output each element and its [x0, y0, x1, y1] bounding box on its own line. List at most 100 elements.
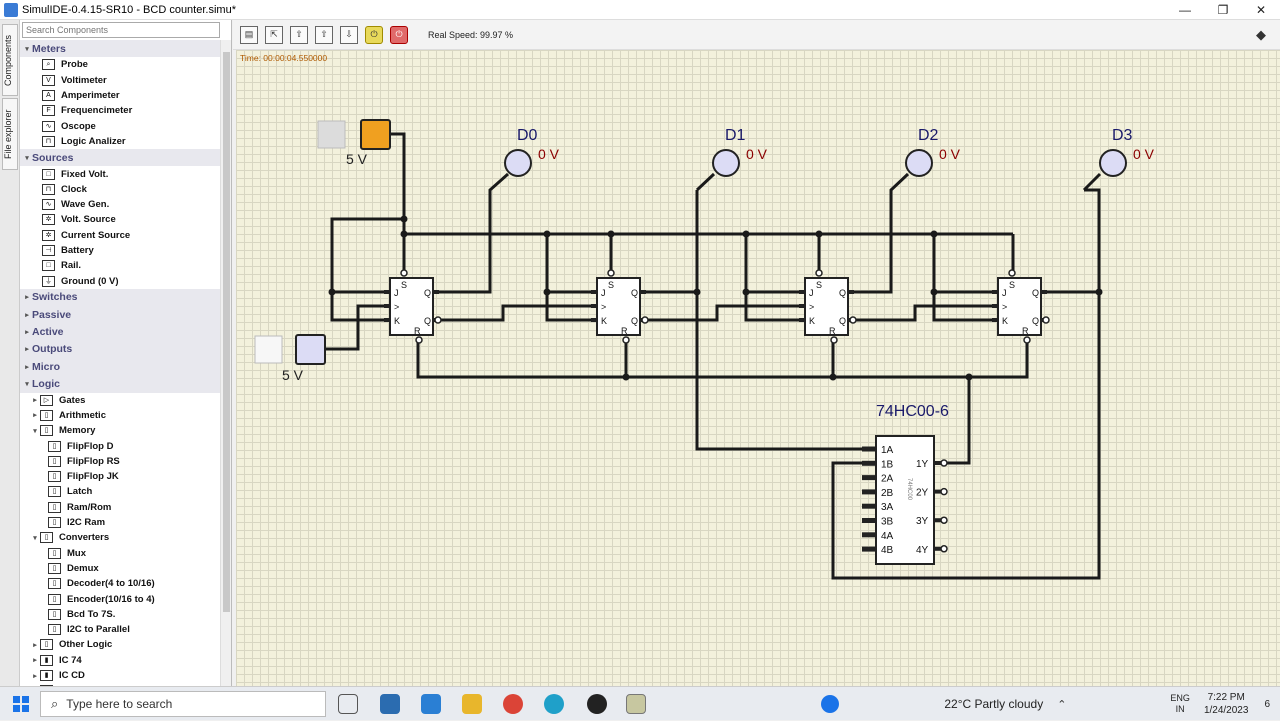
- tree-item[interactable]: ▯Decoder(4 to 10/16): [20, 576, 220, 591]
- help-icon[interactable]: [821, 695, 839, 713]
- tab-file-explorer[interactable]: File explorer: [2, 98, 18, 170]
- tree-item[interactable]: ▸▮IC 74: [20, 653, 220, 668]
- tree-item[interactable]: ⊓Clock: [20, 182, 220, 197]
- probe-d1[interactable]: [712, 149, 740, 177]
- category-outputs[interactable]: ▸Outputs: [20, 340, 220, 358]
- scrollbar-thumb[interactable]: [223, 52, 230, 612]
- taskbar-clock[interactable]: 7:22 PM 1/24/2023: [1204, 691, 1249, 717]
- tray-icons[interactable]: ⌃: [1057, 698, 1067, 711]
- mail-icon[interactable]: [421, 694, 441, 714]
- chevron-right-icon[interactable]: ▸: [25, 311, 29, 319]
- tab-components[interactable]: Components: [2, 24, 18, 96]
- obs-icon[interactable]: [587, 694, 607, 714]
- category-micro[interactable]: ▸Micro: [20, 357, 220, 376]
- simulide-taskbar-icon[interactable]: [626, 694, 646, 714]
- tree-item[interactable]: ⊣Battery: [20, 243, 220, 258]
- windows-start-icon[interactable]: [9, 692, 33, 716]
- tree-item[interactable]: ▸▯Other Logic: [20, 637, 220, 652]
- tree-item[interactable]: ⌕Probe: [20, 57, 220, 72]
- flipflop-body[interactable]: [389, 277, 434, 336]
- language-indicator[interactable]: ENG IN: [1170, 693, 1190, 715]
- tree-item[interactable]: ▯Mux: [20, 546, 220, 561]
- open-icon[interactable]: ⇱: [265, 25, 283, 44]
- probe-d0[interactable]: [504, 149, 532, 177]
- chevron-down-icon[interactable]: ▾: [25, 45, 29, 53]
- tree-item[interactable]: ▾▯Memory: [20, 423, 220, 438]
- source-1[interactable]: [360, 119, 391, 150]
- power-off-icon[interactable]: ⏻: [390, 25, 408, 44]
- tree-item[interactable]: ⏚Ground (0 V): [20, 273, 220, 288]
- edge-icon[interactable]: [544, 694, 564, 714]
- chevron-right-icon[interactable]: ▸: [33, 412, 37, 420]
- tree-item[interactable]: ∿Wave Gen.: [20, 197, 220, 212]
- chevron-right-icon[interactable]: ▸: [33, 397, 37, 405]
- category-sources[interactable]: ▾Sources: [20, 149, 220, 167]
- source-switch-1[interactable]: [317, 120, 346, 149]
- tree-item[interactable]: ∿Oscope: [20, 118, 220, 133]
- flipflop-body[interactable]: [596, 277, 641, 336]
- tree-item[interactable]: ⊓Logic Analizer: [20, 134, 220, 149]
- tree-item[interactable]: ▯FlipFlop JK: [20, 469, 220, 484]
- notification-count[interactable]: 6: [1264, 698, 1270, 710]
- chevron-right-icon[interactable]: ▸: [25, 346, 29, 354]
- chevron-down-icon[interactable]: ▾: [33, 427, 37, 435]
- tree-item[interactable]: ▯Latch: [20, 484, 220, 499]
- task-view-icon[interactable]: [338, 694, 358, 714]
- tree-item[interactable]: ▸▮USSR IC: [20, 683, 220, 686]
- power-on-icon[interactable]: ⏻: [365, 25, 383, 44]
- ic-body[interactable]: [875, 435, 935, 565]
- tree-item[interactable]: ▯Encoder(10/16 to 4): [20, 591, 220, 606]
- file-explorer-icon[interactable]: [462, 694, 482, 714]
- new-circuit-icon[interactable]: ▤: [240, 25, 258, 44]
- export-icon[interactable]: ⇩: [340, 25, 358, 44]
- weather-widget[interactable]: 22°C Partly cloudy: [944, 697, 1044, 711]
- tree-item[interactable]: ✲Volt. Source: [20, 212, 220, 227]
- probe-d2[interactable]: [905, 149, 933, 177]
- minimize-button[interactable]: —: [1179, 3, 1191, 17]
- chevron-down-icon[interactable]: ▾: [25, 154, 29, 162]
- source-2[interactable]: [295, 334, 326, 365]
- tree-item[interactable]: □Rail.: [20, 258, 220, 273]
- chevron-down-icon[interactable]: ▾: [33, 534, 37, 542]
- chevron-right-icon[interactable]: ▸: [33, 641, 37, 649]
- probe-d3[interactable]: [1099, 149, 1127, 177]
- search-components-input[interactable]: [22, 22, 220, 38]
- category-active[interactable]: ▸Active: [20, 323, 220, 341]
- components-scrollbar[interactable]: [220, 40, 231, 686]
- save-icon[interactable]: ⇧: [290, 25, 308, 44]
- maximize-button[interactable]: ❐: [1217, 3, 1229, 17]
- tree-item[interactable]: ▸▷Gates: [20, 393, 220, 408]
- tree-item[interactable]: ▯I2C Ram: [20, 515, 220, 530]
- taskbar-search[interactable]: ⌕ Type here to search: [40, 691, 326, 717]
- tree-item[interactable]: □Fixed Volt.: [20, 166, 220, 181]
- tree-item[interactable]: ▯FlipFlop RS: [20, 454, 220, 469]
- tree-item[interactable]: ▯I2C to Parallel: [20, 622, 220, 637]
- chevron-right-icon[interactable]: ▸: [25, 328, 29, 336]
- tree-item[interactable]: ▯Ram/Rom: [20, 500, 220, 515]
- circuit-drawing[interactable]: 5 V 5 V D0 0 V D1 0 V D2 0 V D3 0 V SJ>K…: [236, 50, 1280, 686]
- category-switches[interactable]: ▸Switches: [20, 288, 220, 307]
- tree-item[interactable]: ▾▯Converters: [20, 530, 220, 545]
- tree-item[interactable]: ▸▯Arithmetic: [20, 408, 220, 423]
- tree-item[interactable]: ▯Demux: [20, 561, 220, 576]
- save-as-icon[interactable]: ⇧: [315, 25, 333, 44]
- store-icon[interactable]: [380, 694, 400, 714]
- chevron-down-icon[interactable]: ▾: [25, 380, 29, 388]
- tree-item[interactable]: ▯FlipFlop D: [20, 438, 220, 453]
- chevron-right-icon[interactable]: ▸: [25, 294, 29, 302]
- tree-item[interactable]: ✲Current Source: [20, 228, 220, 243]
- tree-item[interactable]: ▯Bcd To 7S.: [20, 607, 220, 622]
- category-meters[interactable]: ▾Meters: [20, 40, 220, 58]
- info-icon[interactable]: ◆: [1256, 27, 1266, 42]
- chevron-right-icon[interactable]: ▸: [33, 657, 37, 665]
- chevron-right-icon[interactable]: ▸: [33, 672, 37, 680]
- category-passive[interactable]: ▸Passive: [20, 306, 220, 324]
- circuit-canvas[interactable]: Time: 00:00:04.550000: [236, 50, 1280, 686]
